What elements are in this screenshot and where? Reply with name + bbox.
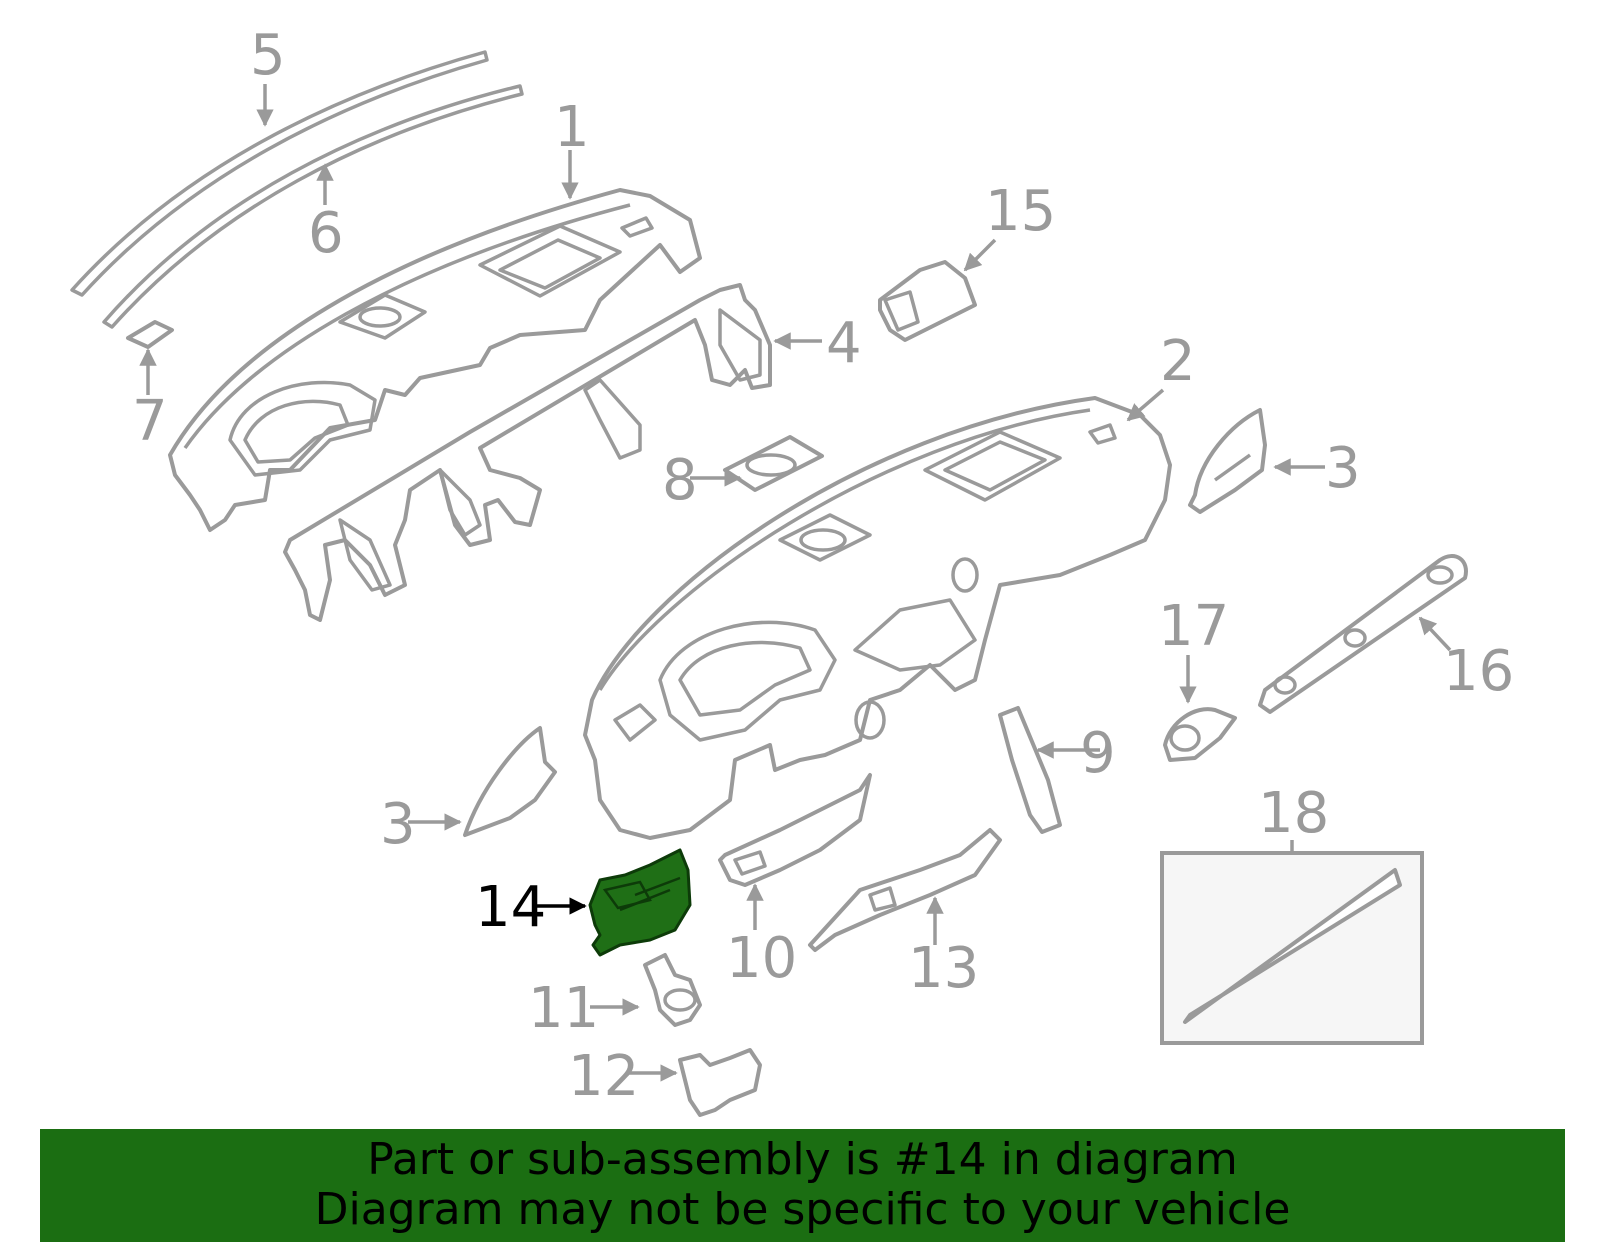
callout-1: 1 [554,95,590,160]
part-10-lower-trim [718,773,872,887]
part-16-trim-panel [1258,554,1468,714]
callout-16: 16 [1443,639,1514,704]
part-6-trim-strip [102,84,524,329]
part-17-switch-bezel [1163,707,1237,762]
part-11-switch [643,953,702,1027]
callout-11: 11 [528,976,599,1041]
info-banner: Part or sub-assembly is #14 in diagram D… [40,1129,1565,1242]
part-2-instrument-panel-assembly [583,396,1172,840]
callout-8: 8 [662,448,698,513]
part-8-speaker-grille [723,435,824,492]
callout-13: 13 [908,936,979,1001]
callout-arrows [139,84,1452,1082]
callout-14: 14 [475,875,546,940]
callout-3-left: 3 [380,792,416,857]
part-13-lower-trim [808,828,1002,952]
banner-line-2: Diagram may not be specific to your vehi… [314,1184,1291,1235]
part-9-bracket [998,706,1062,834]
part-7-clip [126,320,174,349]
banner-line-1: Part or sub-assembly is #14 in diagram [367,1134,1238,1185]
callout-3-right: 3 [1325,436,1361,501]
callout-5: 5 [250,23,286,88]
part-18-detail-box [1160,840,1424,1045]
callout-labels: 5 6 1 7 4 8 15 2 3 17 16 9 18 3 14 10 13… [132,23,1514,1109]
part-12-bracket [678,1048,762,1117]
callout-10: 10 [726,926,797,991]
part-4-cross-beam [283,283,772,622]
part-5-trim-strip [70,50,489,297]
callout-2: 2 [1160,329,1196,394]
callout-12: 12 [568,1044,639,1109]
part-3-end-cap-left [463,726,557,837]
callout-17: 17 [1158,594,1229,659]
part-1-instrument-panel [168,188,702,532]
callout-18: 18 [1258,781,1329,846]
part-15-vent [878,260,977,342]
callout-15: 15 [985,179,1056,244]
callout-9: 9 [1080,721,1116,786]
callout-4: 4 [826,311,862,376]
callout-6: 6 [308,201,344,266]
callout-7: 7 [132,389,168,454]
part-14-glove-box-highlighted [588,848,692,957]
part-3-end-cap-right [1188,408,1267,514]
